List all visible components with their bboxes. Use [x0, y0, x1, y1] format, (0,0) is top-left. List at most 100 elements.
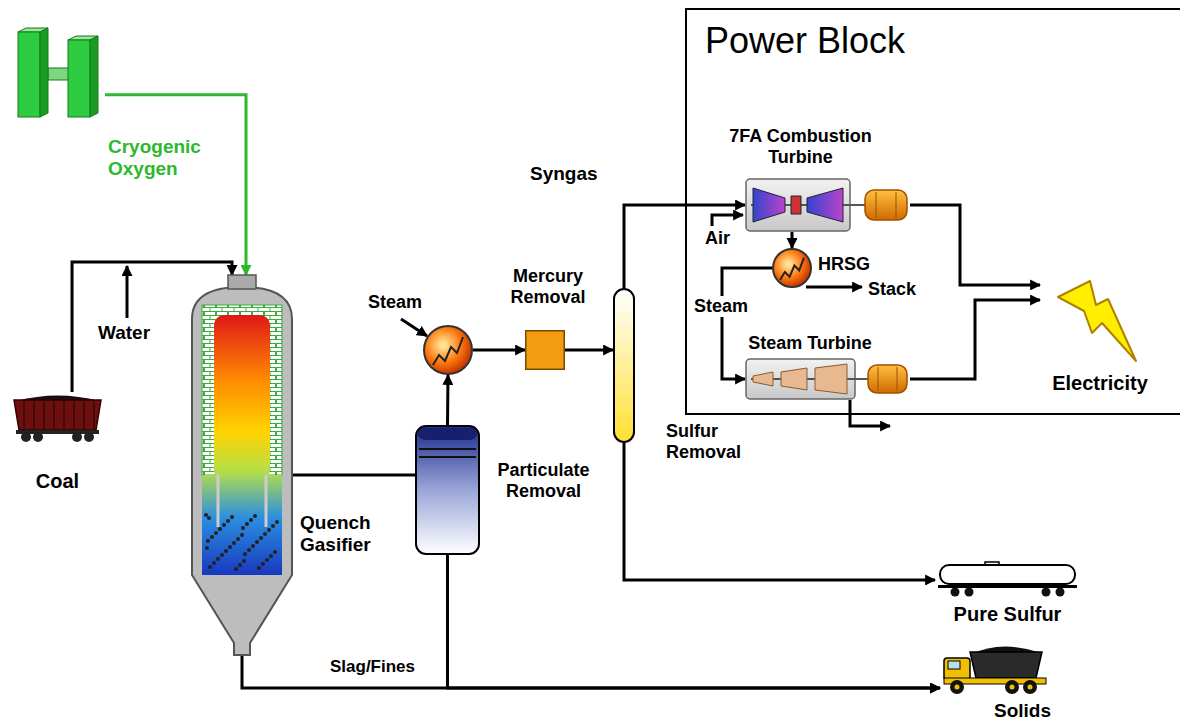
flow-connector	[242, 655, 940, 688]
slag-particle	[249, 518, 253, 522]
slag-particle	[222, 523, 226, 527]
stack-arrow	[806, 286, 862, 289]
dip-tube	[265, 475, 268, 527]
slag-particle	[238, 563, 242, 567]
exchanger-coil	[780, 258, 804, 280]
wheel	[33, 432, 43, 442]
flow-connector	[292, 473, 415, 476]
hrsg-exchanger: HRSG	[772, 248, 812, 288]
node-label: HRSG	[818, 254, 880, 275]
absorber-column	[614, 289, 634, 442]
air-separation-unit-outline	[18, 28, 105, 117]
slag-particle	[240, 533, 244, 537]
stack-label: Stack	[868, 279, 916, 300]
quench-zone	[202, 475, 282, 575]
sulfur-column: Sulfur Removal	[613, 288, 635, 443]
slag-particle	[210, 535, 214, 539]
slag-particle	[263, 532, 267, 536]
generator-band	[878, 367, 879, 391]
slag-particle	[241, 526, 245, 530]
turbine-stage	[753, 372, 773, 386]
electricity-bolt: Electricity	[1040, 275, 1140, 365]
pipe-bridge	[48, 68, 70, 80]
wheel	[84, 432, 94, 442]
sulfur-tank-car-outline	[935, 562, 1080, 597]
water-label: Water	[98, 322, 150, 344]
exchanger-coil	[433, 337, 463, 365]
solids-truck: Solids	[940, 640, 1050, 695]
air-separation-unit: Cryogenic Oxygen	[18, 28, 105, 117]
wheel	[72, 432, 82, 442]
slag-particle	[259, 536, 263, 540]
hopper-rib	[73, 401, 75, 429]
node-label: Quench Gasifier	[300, 512, 400, 556]
hopper-rib	[43, 401, 45, 429]
flow-connector	[565, 349, 613, 352]
slag-particle	[230, 515, 234, 519]
slag-particle	[226, 519, 230, 523]
flow-connector	[910, 205, 1040, 285]
node-label: Solids	[975, 700, 1070, 722]
vessel-top	[418, 428, 477, 440]
slag-particle	[269, 554, 273, 558]
air-arrow	[712, 215, 743, 226]
flow-connector	[910, 300, 1040, 379]
slag-particle	[271, 524, 275, 528]
column-front	[18, 32, 40, 117]
slag-particle	[255, 540, 259, 544]
hrsg-exchanger-outline	[772, 248, 812, 288]
generator-band	[897, 367, 898, 391]
turbine-exhaust-arrow	[850, 400, 890, 426]
dip-tube	[217, 475, 220, 527]
turbine-casing	[746, 179, 850, 231]
syngas-label: Syngas	[530, 163, 598, 185]
slag-particle	[273, 550, 277, 554]
column-front	[68, 40, 90, 117]
node-label: Particulate Removal	[486, 460, 601, 501]
solids-truck-outline	[940, 640, 1050, 695]
compressor-stage	[753, 188, 785, 222]
wheel	[965, 588, 974, 597]
underframe	[938, 585, 1077, 588]
exchanger-shell	[424, 326, 472, 374]
generator-band	[876, 192, 877, 218]
slag-particle	[208, 565, 212, 569]
flow-connector	[791, 232, 794, 248]
node-label: Steam Turbine	[735, 333, 885, 354]
slag-particle	[204, 513, 208, 517]
node-label: Sulfur Removal	[666, 421, 756, 462]
slag-particle	[251, 544, 255, 548]
particulate-vessel-outline	[415, 425, 480, 555]
vessel-body	[416, 426, 479, 554]
combustion-turbine-outline	[745, 178, 910, 232]
wheel	[950, 680, 964, 694]
reaction-zone	[214, 315, 270, 480]
power-block-panel: 7FA Combustion TurbineHRSG Steam Turbine E…	[685, 8, 1180, 415]
generator-band	[896, 192, 897, 218]
steam-label: Steam	[692, 296, 750, 317]
steam-in-arrow	[401, 319, 427, 336]
steam-turbine-outline	[745, 358, 910, 400]
combustion-turbine: 7FA Combustion Turbine	[745, 178, 910, 232]
syngas-cooler-outline	[423, 325, 473, 375]
generator	[865, 190, 907, 220]
flow-connector	[105, 95, 246, 275]
quench-gasifier: Quench Gasifier	[192, 275, 292, 655]
vessel-plate	[419, 456, 476, 458]
mercury-removal-box: Mercury Removal	[525, 330, 565, 370]
slag-particle	[216, 557, 220, 561]
turbine-stage	[807, 188, 843, 222]
slag-particle	[242, 559, 246, 563]
hopper-rib	[23, 401, 25, 429]
node-label: Mercury Removal	[490, 266, 606, 307]
slag-particle	[245, 522, 249, 526]
vessel-plate	[419, 448, 476, 450]
slag-particle	[243, 552, 247, 556]
slag-particle	[228, 545, 232, 549]
slag-particle	[257, 566, 261, 570]
sulfur-column-outline	[613, 288, 635, 443]
hopper-rib	[63, 401, 65, 429]
node-label: Pure Sulfur	[935, 603, 1080, 626]
wheel	[1042, 588, 1051, 597]
